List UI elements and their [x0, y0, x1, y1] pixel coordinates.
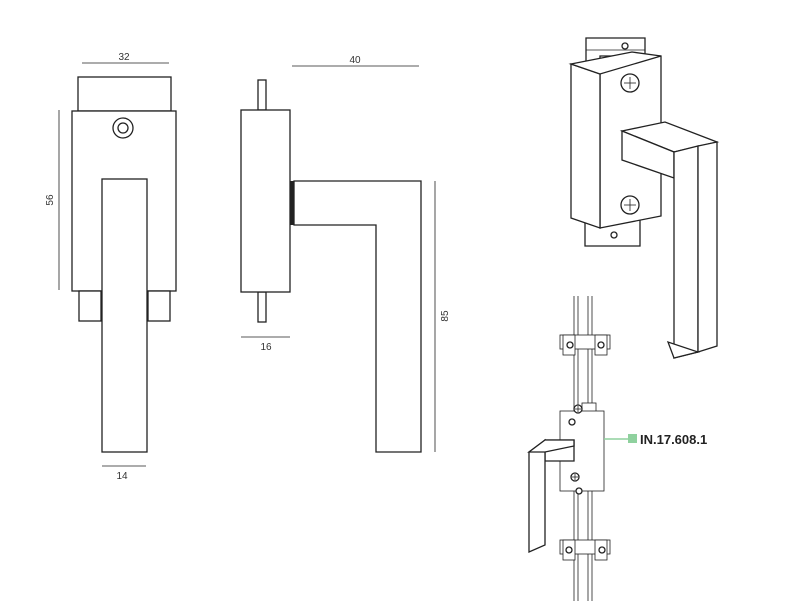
installed-handle-grip: [528, 438, 546, 553]
iso-lever-vertical-front: [673, 145, 699, 359]
screw-head-icon: [620, 73, 640, 93]
iso-block-front: [570, 63, 601, 229]
front-view: 32 56 14: [45, 52, 177, 482]
side-view: 40 16 85: [240, 55, 451, 453]
screw-head-icon: [570, 472, 580, 482]
side-spindle-bottom: [257, 291, 267, 323]
iso-block-top: [568, 51, 662, 75]
screw-head-icon: [620, 195, 640, 215]
dim-side-projection: 40: [349, 55, 361, 66]
spindle-hole-icon: [112, 117, 134, 139]
side-spindle-top: [257, 79, 267, 111]
iso-lever-vertical-side: [697, 141, 718, 353]
side-lever: [293, 180, 422, 453]
front-right-block: [147, 290, 171, 322]
screw-head-icon: [573, 404, 583, 414]
dim-side-spindle: 16: [260, 342, 272, 353]
installed-view: IN.17.608.1: [527, 296, 707, 601]
dim-front-width: 32: [118, 52, 130, 63]
front-top-plate: [77, 76, 172, 112]
dim-front-height: 56: [45, 194, 56, 206]
front-left-block: [78, 290, 102, 322]
iso-view: [568, 37, 720, 359]
dim-front-handle-width: 14: [116, 471, 128, 482]
front-handle: [101, 178, 148, 453]
dim-side-height: 85: [440, 310, 451, 322]
callout-code: IN.17.608.1: [640, 432, 707, 447]
side-neck: [290, 181, 294, 225]
iso-lever-bottom: [666, 340, 701, 359]
callout-marker: [628, 434, 637, 443]
side-body: [240, 109, 291, 293]
